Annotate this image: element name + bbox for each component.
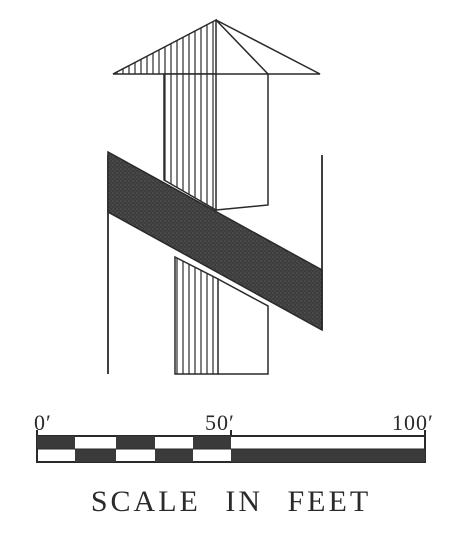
- scale-tick-label-100: 100′: [392, 410, 434, 435]
- scale-segment: [155, 449, 193, 462]
- north-letter-n: [107, 150, 323, 374]
- north-arrow-upper: [112, 18, 321, 212]
- scale-bar: [36, 430, 426, 463]
- arrowhead-right-half: [215, 19, 321, 75]
- tail-right-outline: [217, 278, 269, 375]
- scale-segment: [116, 436, 155, 449]
- scale-segment: [231, 449, 425, 462]
- scale-tick-label-0: 0′: [34, 410, 52, 435]
- scale-segment: [75, 449, 116, 462]
- scale-segment: [37, 436, 75, 449]
- north-arrow-lower: [174, 255, 269, 375]
- arrow-shaft-right-outline: [215, 73, 269, 211]
- scale-tick-label-50: 50′: [205, 410, 235, 435]
- scale-segment: [193, 436, 231, 449]
- arrowhead-left-half: [112, 18, 217, 75]
- scale-title: SCALE IN FEET: [90, 485, 372, 518]
- tail-hatched: [174, 255, 219, 375]
